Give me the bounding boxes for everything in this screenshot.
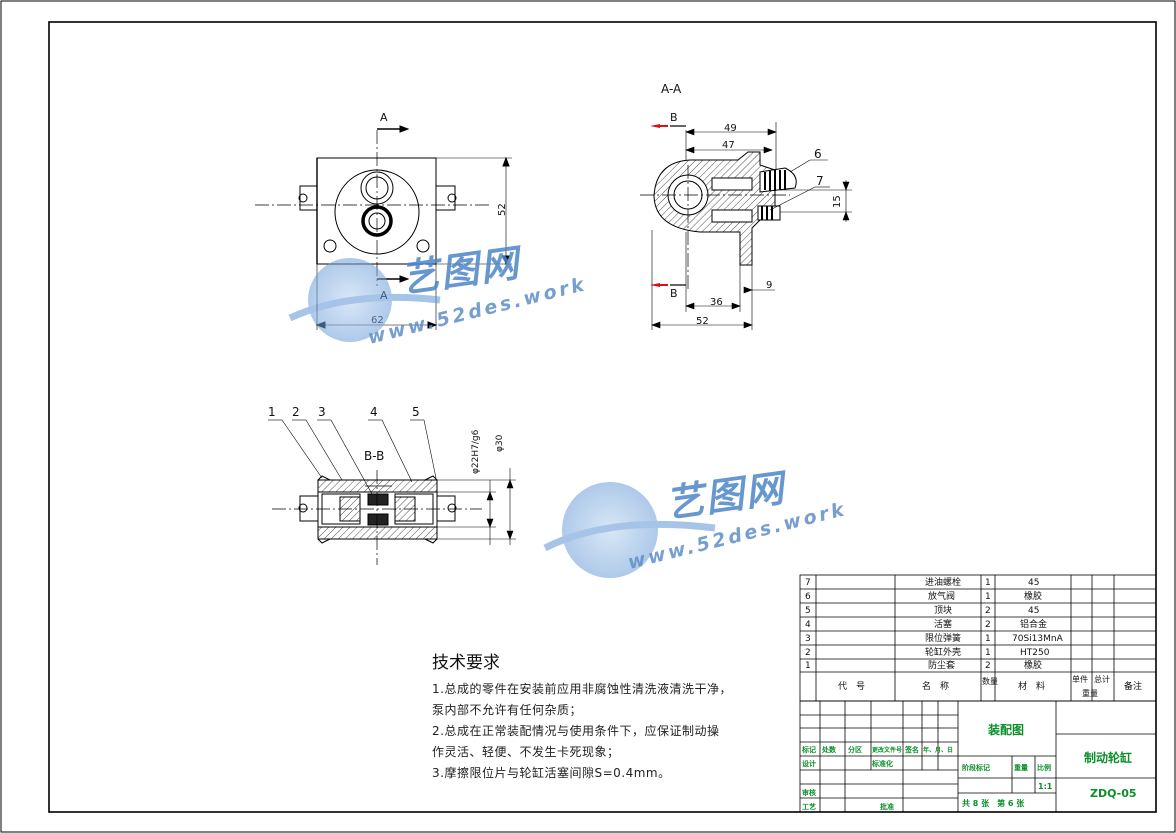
tb-label-count: 处数	[821, 745, 837, 754]
bom-qty: 1	[985, 592, 991, 602]
bom-name: 防尘套	[928, 659, 955, 671]
cut-label-b-top: B	[670, 111, 678, 124]
title-block-text: 装配图 制动轮缸 ZDQ-05 1:1 共 8 张 第 6 张 标记 处数 分区…	[801, 722, 1137, 811]
dim-aa-15: 15	[832, 195, 843, 208]
bom-header-weight: 重量	[1082, 688, 1098, 698]
section-aa-title: A-A	[661, 82, 682, 96]
dim-aa-49: 49	[724, 123, 737, 134]
bom-name: 放气阀	[928, 590, 955, 602]
bom-qty: 2	[985, 661, 991, 671]
drawing-type-label: 装配图	[987, 722, 1024, 737]
bom-header-qty: 数量	[982, 676, 998, 686]
tb-label-change-doc: 更改文件号	[872, 746, 902, 754]
bom-header-material: 材 料	[1018, 680, 1045, 692]
dim-bb-fit: φ22H7/g6	[471, 429, 481, 474]
section-aa-view	[640, 151, 797, 290]
tb-label-scale: 比例	[1037, 763, 1051, 772]
tb-label-weight: 重量	[1014, 763, 1028, 772]
parts-list-rows: 7 进油螺栓 1 45 6 放气阀 1 橡胶 5 顶块 2 45 4 活塞 2 …	[805, 576, 1142, 698]
front-view	[255, 125, 512, 330]
balloon-5: 5	[412, 405, 420, 419]
bom-no: 6	[805, 592, 811, 602]
bom-no: 7	[805, 578, 811, 588]
bom-material: 橡胶	[1024, 590, 1042, 602]
tb-label-process: 工艺	[802, 802, 816, 811]
dim-aa-47: 47	[722, 140, 735, 151]
bom-no: 5	[805, 606, 811, 616]
tb-label-review: 审核	[802, 788, 816, 797]
bom-material: 45	[1028, 578, 1039, 588]
cut-label-a-top: A	[380, 111, 388, 124]
balloon-4: 4	[370, 405, 378, 419]
bom-material: 45	[1028, 606, 1039, 616]
cut-label-b-bottom: B	[670, 287, 678, 300]
bom-qty: 1	[985, 648, 991, 658]
tb-label-standard: 标准化	[871, 759, 893, 768]
cut-arrow-b-top	[650, 124, 660, 128]
tech-requirement-line: 作灵活、轻便、不发生卡死现象；	[432, 745, 620, 759]
dim-aa-52: 52	[696, 316, 709, 327]
dim-front-height: 52	[497, 203, 508, 216]
bom-header-total: 总计	[1094, 674, 1110, 684]
bom-no: 3	[805, 634, 811, 644]
section-bb-title: B-B	[364, 449, 384, 463]
bom-name: 进油螺栓	[925, 576, 961, 588]
tb-label-design: 设计	[802, 759, 816, 768]
bom-no: 4	[805, 620, 811, 630]
sheet-count-label: 共 8 张 第 6 张	[962, 798, 1025, 808]
balloon-6: 6	[814, 147, 822, 161]
dim-bb-dia: φ30	[495, 434, 505, 452]
watermark-logo-globe-1	[288, 258, 441, 342]
balloon-7: 7	[816, 174, 824, 188]
watermark-logo-globe-2	[543, 482, 716, 578]
bom-name: 顶块	[934, 604, 952, 616]
tech-requirement-line: 1.总成的零件在安装前应用非腐蚀性清洗液清洗干净，	[432, 682, 732, 696]
tb-label-mark: 标记	[801, 745, 816, 754]
tb-label-approve: 批准	[880, 802, 894, 811]
dim-aa-36: 36	[710, 297, 723, 308]
balloon-2: 2	[292, 405, 300, 419]
tech-requirement-line: 3.摩擦限位片与轮缸活塞间隙S=0.4mm。	[432, 766, 671, 780]
bom-no: 1	[805, 661, 811, 671]
bom-qty: 1	[985, 634, 991, 644]
bom-qty: 1	[985, 578, 991, 588]
bom-material: HT250	[1020, 648, 1050, 658]
bom-material: 铝合金	[1020, 618, 1047, 630]
section-aa-dimensions	[651, 122, 852, 330]
bom-header-code: 代 号	[838, 681, 865, 692]
bom-qty: 2	[985, 606, 991, 616]
cut-arrow-b-bottom	[650, 283, 660, 287]
bom-no: 2	[805, 648, 811, 658]
balloon-3: 3	[318, 405, 326, 419]
bom-name: 限位弹簧	[925, 632, 961, 644]
bom-header-name: 名 称	[922, 680, 949, 692]
tb-label-stage: 阶段标记	[962, 763, 990, 772]
bom-qty: 2	[985, 620, 991, 630]
bom-material: 橡胶	[1024, 659, 1042, 671]
scale-label: 1:1	[1038, 782, 1053, 791]
section-bb-view	[272, 470, 482, 565]
drawing-number-label: ZDQ-05	[1090, 787, 1137, 800]
title-block	[799, 700, 1157, 813]
tech-requirements-title: 技术要求	[432, 653, 500, 673]
bom-material: 70Si13MnA	[1012, 634, 1064, 644]
tb-label-zone: 分区	[848, 745, 862, 754]
tech-requirement-line: 泵内部不允许有任何杂质；	[432, 703, 583, 717]
bom-name: 轮缸外壳	[925, 646, 961, 658]
section-bb-dimensions	[268, 419, 516, 545]
tb-label-sign: 签名	[904, 745, 919, 754]
bom-name: 活塞	[934, 618, 952, 630]
inner-frame	[48, 21, 1157, 813]
dim-aa-9: 9	[766, 280, 772, 291]
bom-header-single: 单件	[1072, 674, 1088, 684]
balloon-1: 1	[268, 405, 276, 419]
tb-label-date: 年、月、日	[923, 746, 953, 754]
tech-requirement-line: 2.总成在正常装配情况与使用条件下，应保证制动操	[432, 724, 720, 738]
bom-header-remark: 备注	[1124, 680, 1142, 692]
part-name-label: 制动轮缸	[1084, 750, 1132, 765]
